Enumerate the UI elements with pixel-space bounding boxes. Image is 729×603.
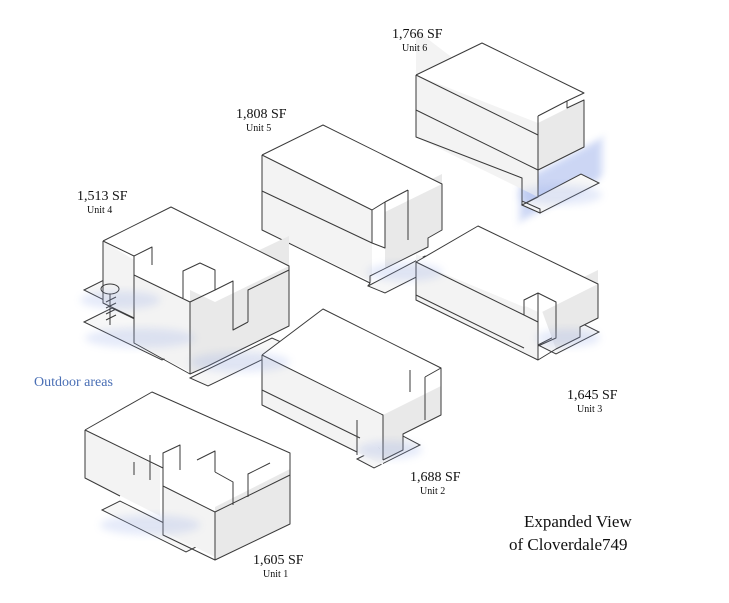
- unit-1-block: [84, 391, 291, 561]
- caption-line-1: Expanded View: [524, 512, 632, 531]
- unit-5-area: 1,808 SF: [236, 107, 287, 122]
- unit-1-name: Unit 1: [263, 569, 288, 580]
- outdoor-area-highlights: [80, 185, 602, 535]
- unit-3-area: 1,645 SF: [567, 388, 618, 403]
- outdoor-areas-label: Outdoor areas: [34, 375, 113, 390]
- unit-4-area: 1,513 SF: [77, 189, 128, 204]
- unit-6-name: Unit 6: [402, 43, 427, 54]
- unit-6-area: 1,766 SF: [392, 27, 443, 42]
- unit-6-block: [415, 30, 602, 222]
- unit-5-name: Unit 5: [246, 123, 271, 134]
- unit-2-area: 1,688 SF: [410, 470, 461, 485]
- caption-line-2: of Cloverdale749: [509, 535, 628, 554]
- unit-2-name: Unit 2: [420, 486, 445, 497]
- unit-3-name: Unit 3: [577, 404, 602, 415]
- unit-1-area: 1,605 SF: [253, 553, 304, 568]
- unit-4-name: Unit 4: [87, 205, 112, 216]
